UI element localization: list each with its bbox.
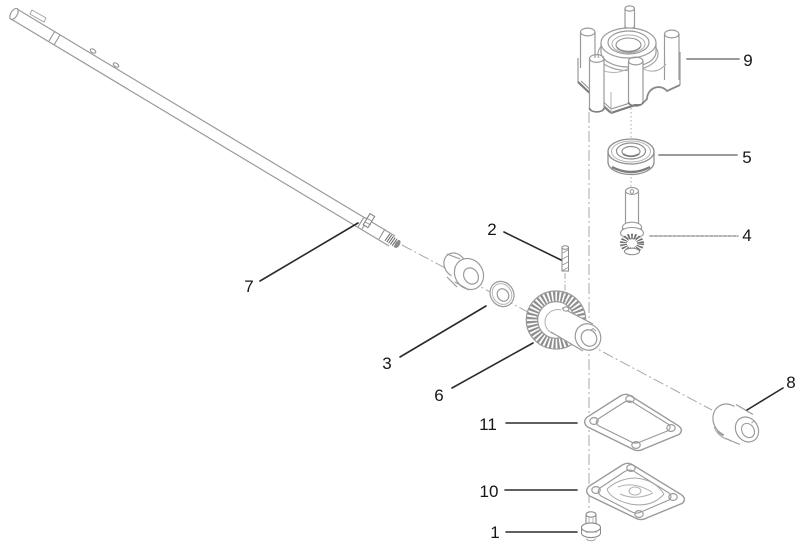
leader-3: [399, 305, 487, 358]
callout-6-label: 6: [434, 386, 443, 405]
callout-4-label: 4: [742, 226, 751, 245]
callout-3-label: 3: [382, 354, 391, 373]
part-roll-pin: [561, 245, 569, 272]
part-axle-shaft: [9, 7, 401, 248]
callout-7-label: 7: [244, 277, 253, 296]
callout-labels: 7 3 6 2 9 5 4 8 11 10 1: [244, 51, 795, 542]
leader-8: [746, 387, 784, 411]
callout-11-label: 11: [479, 415, 497, 434]
part-gear-housing: [577, 5, 681, 115]
part-bevel-gear: [525, 290, 602, 352]
leader-6: [451, 342, 534, 389]
part-right-flange-bushing: [712, 403, 760, 446]
part-cover: [586, 462, 686, 521]
callout-1-label: 1: [490, 523, 499, 542]
part-gasket: [584, 393, 683, 452]
part-ball-bearing: [607, 138, 655, 176]
part-pinion-shaft: [619, 187, 645, 256]
leader-7: [259, 222, 359, 282]
part-screw: [580, 511, 602, 542]
callout-10-label: 10: [480, 482, 499, 501]
part-thrust-washer: [489, 280, 515, 308]
callout-9-label: 9: [743, 51, 752, 70]
callout-5-label: 5: [742, 148, 751, 167]
callout-8-label: 8: [786, 373, 795, 392]
leader-lines: [259, 58, 784, 533]
leader-2: [503, 231, 562, 261]
part-left-flange-bushing: [443, 252, 485, 291]
callout-2-label: 2: [487, 220, 496, 239]
